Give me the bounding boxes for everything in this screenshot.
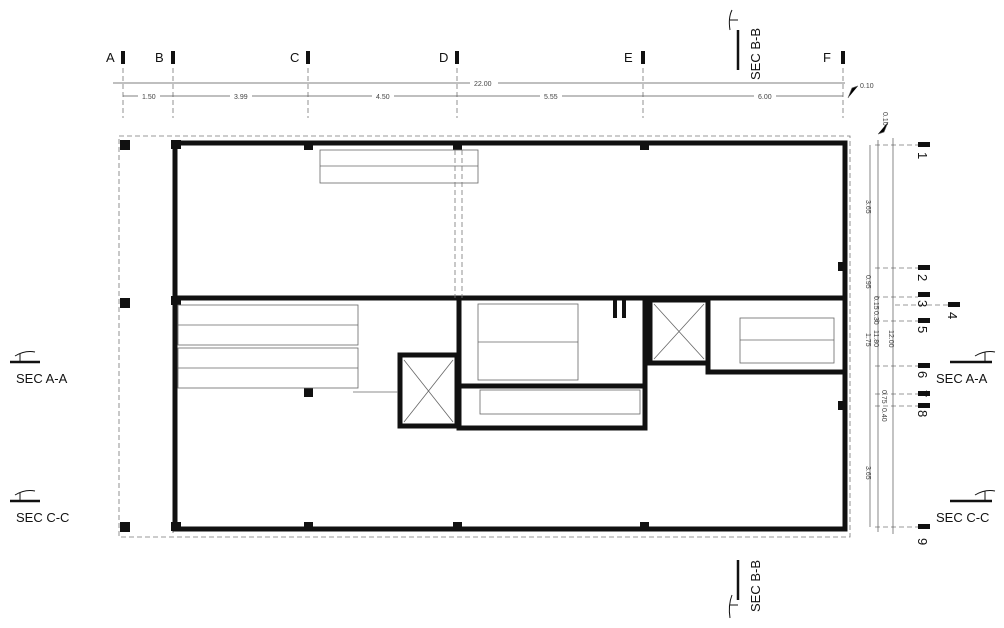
svg-text:3.65: 3.65: [864, 200, 871, 214]
svg-text:3.99: 3.99: [234, 94, 248, 101]
svg-text:5.55: 5.55: [544, 94, 558, 101]
grid-row-markers: 1 2 3 4 5 6 7 8 9: [875, 142, 960, 545]
svg-text:0.95: 0.95: [864, 275, 871, 289]
grid-label-b: B: [155, 50, 164, 65]
svg-text:1.50: 1.50: [142, 94, 156, 101]
grid-column-markers: A B C D E F: [106, 50, 845, 65]
section-mark-b-top: SEC B-B: [728, 9, 763, 80]
grid-label-4: 4: [945, 312, 960, 319]
svg-text:1.75: 1.75: [864, 333, 871, 347]
svg-text:11.80: 11.80: [872, 330, 879, 347]
vertical-dimensions: 0.10 3.65 0.95 0.15 0.30 1.75 0.75 0.40 …: [864, 112, 894, 534]
horizontal-dimensions: 22.00 1.50 3.99 4.50 5.55 6.00 0.10: [113, 79, 874, 101]
svg-text:0.75: 0.75: [880, 390, 887, 404]
grid-label-9: 9: [915, 538, 930, 545]
section-mark-a-right: SEC A-A: [936, 351, 996, 386]
grid-label-1: 1: [915, 152, 930, 159]
svg-text:12.00: 12.00: [887, 330, 894, 348]
section-mark-b-bottom: SEC B-B: [728, 560, 763, 619]
section-mark-a-left: SEC A-A: [10, 351, 68, 386]
svg-text:SEC A-A: SEC A-A: [936, 371, 988, 386]
grid-label-f: F: [823, 50, 831, 65]
svg-text:0.40: 0.40: [880, 408, 887, 422]
grid-label-5: 5: [915, 326, 930, 333]
svg-text:SEC C-C: SEC C-C: [936, 510, 989, 525]
svg-text:SEC C-C: SEC C-C: [16, 510, 69, 525]
svg-text:SEC A-A: SEC A-A: [16, 371, 68, 386]
grid-label-d: D: [439, 50, 448, 65]
stairs: [177, 149, 835, 415]
svg-text:0.30: 0.30: [872, 311, 879, 325]
grid-label-e: E: [624, 50, 633, 65]
svg-text:4.50: 4.50: [376, 94, 390, 101]
section-mark-c-left: SEC C-C: [10, 490, 69, 525]
grid-label-3: 3: [915, 300, 930, 307]
grid-label-6: 6: [915, 371, 930, 378]
svg-text:22.00: 22.00: [474, 81, 492, 88]
structural-columns: [120, 140, 846, 532]
walls: [172, 140, 848, 532]
grid-label-7: 7: [915, 390, 930, 397]
grid-label-8: 8: [915, 410, 930, 417]
elevator-shafts: [403, 303, 705, 423]
svg-text:0.10: 0.10: [881, 112, 888, 126]
svg-text:0.15: 0.15: [872, 296, 879, 310]
svg-text:SEC B-B: SEC B-B: [748, 28, 763, 80]
svg-text:0.10: 0.10: [860, 83, 874, 90]
svg-text:SEC B-B: SEC B-B: [748, 560, 763, 612]
svg-text:6.00: 6.00: [758, 94, 772, 101]
grid-label-2: 2: [915, 274, 930, 281]
grid-label-a: A: [106, 50, 115, 65]
section-mark-c-right: SEC C-C: [936, 490, 996, 525]
svg-text:3.65: 3.65: [864, 466, 871, 480]
grid-label-c: C: [290, 50, 299, 65]
